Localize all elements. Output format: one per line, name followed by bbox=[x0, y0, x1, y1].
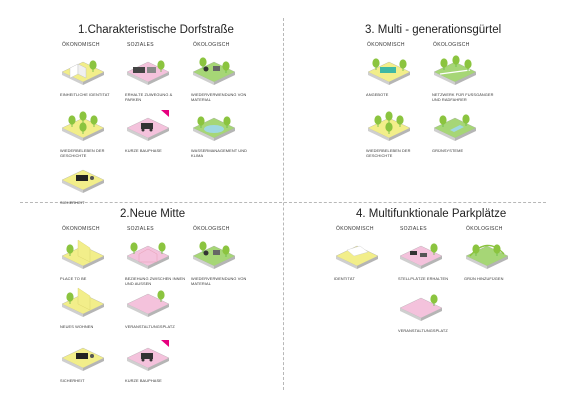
item-caption: VERANSTALTUNGSPLATZ bbox=[398, 328, 448, 333]
diagram-item: SICHERHEIT bbox=[60, 338, 122, 383]
item-caption: EINHEITLICHE IDENTITAT bbox=[60, 92, 110, 97]
item-caption: WIEDERVERWENDUNG VON MATERIAL bbox=[191, 92, 247, 102]
street-identity-icon bbox=[61, 60, 105, 85]
item-caption: WIEDERVERWENDUNG VON MATERIAL bbox=[191, 276, 247, 286]
diagram-item: KURZE BAUPHASE bbox=[125, 338, 187, 383]
diagram-item: NETZWERK FÜR FUSSGÄNGER UND RADFAHRER bbox=[432, 52, 494, 102]
diagram-item: WIEDERVERWENDUNG VON MATERIAL bbox=[191, 52, 253, 102]
item-caption: ERHALTE ZUWEGUNG & PARKEN bbox=[125, 92, 173, 102]
section-2-col-ecological: ÖKOLOGISCH bbox=[193, 226, 230, 232]
item-caption: WASSERMANAGEMENT UND KLIMA bbox=[191, 148, 248, 158]
item-caption: KURZE BAUPHASE bbox=[125, 148, 162, 153]
short-construction-icon bbox=[126, 110, 170, 141]
item-caption: GRÜN HINZUFÜGEN bbox=[464, 276, 504, 281]
item-caption: NETZWERK FÜR FUSSGÄNGER UND RADFAHRER bbox=[432, 92, 494, 102]
offerings-icon bbox=[367, 58, 411, 85]
item-caption: VERANSTALTUNGSPLATZ bbox=[125, 324, 175, 329]
section-1-col-economic: ÖKONOMISCH bbox=[62, 42, 100, 48]
add-green-icon bbox=[465, 244, 509, 269]
item-caption: STELLPLÄTZE ERHALTEN bbox=[398, 276, 449, 281]
safety-icon bbox=[61, 169, 105, 193]
new-housing-icon bbox=[61, 287, 105, 317]
event-square-icon bbox=[126, 290, 170, 317]
diagram-item: PLACE TO BE bbox=[60, 236, 122, 281]
item-caption: IDENTITÄT bbox=[334, 276, 356, 281]
section-3-col-economic: ÖKONOMISCH bbox=[367, 42, 405, 48]
water-management-icon bbox=[192, 116, 236, 141]
parking-spaces-icon bbox=[399, 243, 443, 269]
item-caption: ANGEBOTE bbox=[366, 92, 389, 97]
section-4-col-economic: ÖKONOMISCH bbox=[336, 226, 374, 232]
diagram-item: SICHERHEIT bbox=[60, 160, 122, 205]
section-2-col-social: SOZIALES bbox=[127, 226, 154, 232]
item-caption: BEZIEHUNG ZWISCHEN INNEN UND AUSSEN bbox=[125, 276, 186, 286]
item-caption: PLACE TO BE bbox=[60, 276, 87, 281]
diagram-item: ANGEBOTE bbox=[366, 52, 428, 97]
safety-icon bbox=[61, 347, 105, 371]
diagram-item: ERHALTE ZUWEGUNG & PARKEN bbox=[125, 52, 187, 102]
event-square-icon bbox=[399, 294, 443, 321]
diagram-item: WIEDERVERWENDUNG VON MATERIAL bbox=[191, 236, 253, 286]
material-reuse-icon bbox=[192, 241, 236, 269]
section-4-col-social: SOZIALES bbox=[400, 226, 427, 232]
diagram-item: BEZIEHUNG ZWISCHEN INNEN UND AUSSEN bbox=[125, 236, 187, 286]
item-caption: WIEDERBELEBEN DER GESCHICHTE bbox=[366, 148, 411, 158]
inside-outside-icon bbox=[126, 242, 170, 269]
material-reuse-icon bbox=[192, 57, 236, 85]
section-1-col-social: SOZIALES bbox=[127, 42, 154, 48]
identity-icon bbox=[335, 245, 379, 269]
diagram-item: GRÜNSYSTEME bbox=[432, 108, 494, 153]
diagram-item: EINHEITLICHE IDENTITAT bbox=[60, 52, 122, 97]
section-1-col-ecological: ÖKOLOGISCH bbox=[193, 42, 230, 48]
diagram-item: IDENTITÄT bbox=[334, 236, 396, 281]
green-system-icon bbox=[433, 114, 477, 141]
vertical-divider bbox=[283, 18, 284, 390]
item-caption: GRÜNSYSTEME bbox=[432, 148, 464, 153]
item-caption: SICHERHEIT bbox=[60, 200, 85, 205]
section-2-title: 2.Neue Mitte bbox=[120, 208, 186, 220]
street-parking-icon bbox=[126, 60, 170, 85]
section-3-title: 3. Multi - generationsgürtel bbox=[365, 24, 502, 36]
history-icon bbox=[367, 111, 411, 141]
item-caption: SICHERHEIT bbox=[60, 378, 85, 383]
diagram-item: KURZE BAUPHASE bbox=[125, 108, 187, 153]
horizontal-divider bbox=[20, 202, 546, 203]
diagram-item: STELLPLÄTZE ERHALTEN bbox=[398, 236, 460, 281]
section-3-col-ecological: ÖKOLOGISCH bbox=[433, 42, 470, 48]
diagram-item: GRÜN HINZUFÜGEN bbox=[464, 236, 526, 281]
pedestrian-network-icon bbox=[433, 55, 477, 85]
diagram-item: VERANSTALTUNGSPLATZ bbox=[125, 284, 187, 329]
diagram-item: NEUES WOHNEN bbox=[60, 284, 122, 329]
diagram-item: WIEDERBELEBEN DER GESCHICHTE bbox=[60, 108, 122, 158]
item-caption: KURZE BAUPHASE bbox=[125, 378, 162, 383]
item-caption: WIEDERBELEBEN DER GESCHICHTE bbox=[60, 148, 105, 158]
diagram-item: WASSERMANAGEMENT UND KLIMA bbox=[191, 108, 253, 158]
history-icon bbox=[61, 111, 105, 141]
item-caption: NEUES WOHNEN bbox=[60, 324, 94, 329]
short-construction-icon bbox=[126, 340, 170, 371]
diagram-item: VERANSTALTUNGSPLATZ bbox=[398, 288, 460, 333]
place-to-be-icon bbox=[61, 239, 105, 269]
section-2-col-economic: ÖKONOMISCH bbox=[62, 226, 100, 232]
diagram-item: WIEDERBELEBEN DER GESCHICHTE bbox=[366, 108, 428, 158]
section-1-title: 1.Charakteristische Dorfstraße bbox=[78, 24, 234, 36]
section-4-col-ecological: ÖKOLOGISCH bbox=[466, 226, 503, 232]
section-4-title: 4. Multifunktionale Parkplätze bbox=[356, 208, 507, 220]
